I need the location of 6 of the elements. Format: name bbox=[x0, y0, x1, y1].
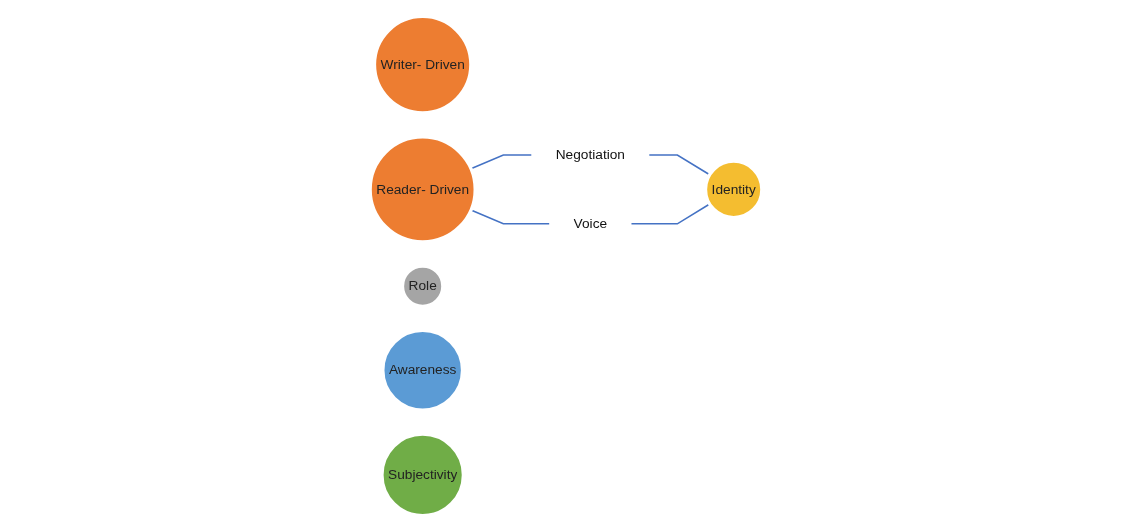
node-text: Voice bbox=[573, 215, 608, 232]
connector bbox=[648, 154, 711, 176]
node-text: Negotiation bbox=[555, 147, 625, 163]
connector bbox=[470, 209, 551, 225]
node-circle: Reader- Driven bbox=[368, 135, 477, 244]
connector bbox=[630, 203, 711, 225]
